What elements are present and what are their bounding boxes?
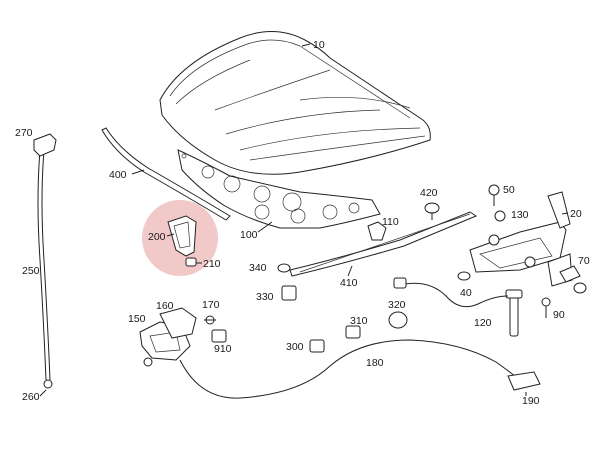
part-label-170: 170 [202, 299, 220, 311]
part-label-190: 190 [522, 395, 540, 407]
part-label-90: 90 [553, 309, 565, 321]
prop-rod [37, 149, 53, 389]
part-label-150: 150 [128, 313, 146, 325]
latch-striker [505, 289, 523, 337]
part-label-200: 200 [148, 231, 166, 243]
bolt-90 [541, 297, 551, 318]
part-label-120: 120 [474, 317, 492, 329]
part-label-400: 400 [109, 169, 127, 181]
part-label-40: 40 [460, 287, 472, 299]
release-handle-190 [507, 371, 541, 391]
bolt-130 [494, 210, 506, 222]
part-label-10: 10 [313, 39, 325, 51]
part-label-70: 70 [578, 255, 590, 267]
part-label-160: 160 [156, 300, 174, 312]
bumper-110 [367, 221, 387, 241]
part-label-300: 300 [286, 341, 304, 353]
grommet-right [573, 282, 587, 294]
latch-lever-70 [559, 265, 581, 283]
grommet-420 [424, 202, 440, 220]
bolt-50 [488, 184, 500, 206]
part-label-210: 210 [203, 258, 221, 270]
part-label-260: 260 [22, 391, 40, 403]
cable-channel-410 [289, 211, 478, 277]
switch-320 [388, 311, 408, 329]
connector-300 [309, 339, 325, 353]
rod-holder-270 [33, 133, 57, 157]
hinge-bracket-200 [167, 215, 197, 257]
clip-910 [211, 329, 227, 343]
part-label-410: 410 [340, 277, 358, 289]
wire-harness-120 [393, 277, 509, 308]
part-label-330: 330 [256, 291, 274, 303]
part-label-20: 20 [570, 208, 582, 220]
part-label-100: 100 [240, 229, 258, 241]
seal-strip [101, 127, 231, 221]
clip-210 [185, 257, 197, 267]
part-label-340: 340 [249, 262, 267, 274]
connector-310 [345, 325, 361, 339]
hood-inner-frame [177, 149, 381, 229]
part-label-320: 320 [388, 299, 406, 311]
part-label-910: 910 [214, 343, 232, 355]
part-label-250: 250 [22, 265, 40, 277]
bumper-stop-340 [277, 263, 291, 273]
nut-40 [457, 271, 471, 281]
hood-panel [159, 30, 431, 175]
latch-assembly [469, 191, 573, 287]
bolt-170 [204, 315, 216, 325]
part-label-270: 270 [15, 127, 33, 139]
part-label-420: 420 [420, 187, 438, 199]
sensor-330 [281, 285, 297, 301]
part-label-310: 310 [350, 315, 368, 327]
part-label-180: 180 [366, 357, 384, 369]
lock-160 [159, 307, 197, 339]
part-label-50: 50 [503, 184, 515, 196]
part-label-110: 110 [382, 216, 399, 228]
release-cable-180 [179, 339, 521, 399]
part-label-130: 130 [511, 209, 529, 221]
